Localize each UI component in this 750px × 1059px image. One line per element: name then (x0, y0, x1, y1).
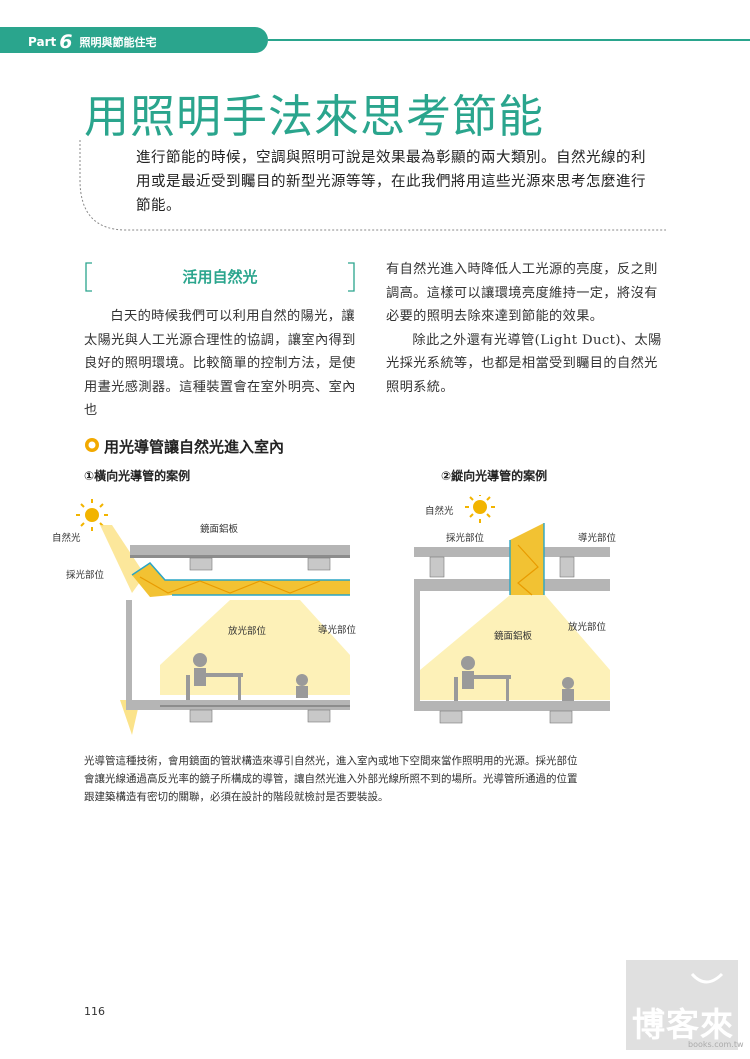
right-column: 有自然光進入時降低人工光源的亮度，反之則調高。這樣可以讓環境亮度維持一定，將沒有… (386, 258, 666, 399)
right-paragraph-1: 有自然光進入時降低人工光源的亮度，反之則調高。這樣可以讓環境亮度維持一定，將沒有… (386, 262, 658, 324)
watermark-url: books.com.tw (688, 1040, 744, 1049)
case2-title: ②縱向光導管的案例 (441, 469, 548, 483)
left-paragraph: 白天的時候我們可以利用自然的陽光，讓太陽光與人工光源合理性的協調，讓室內得到良好… (84, 309, 356, 418)
label-case2-duct: 導光部位 (578, 533, 617, 544)
right-paragraph-2: 除此之外還有光導管(Light Duct)、太陽光採光系統等，也都是相當受到矚目… (386, 332, 662, 395)
section-heading: 活用自然光 (182, 268, 258, 286)
part-number: 6 (59, 31, 73, 53)
intro-text: 進行節能的時候，空調與照明可說是效果最為彰顯的兩大類別。自然光線的利 用或是最近… (136, 146, 656, 218)
watermark-logo (626, 960, 738, 1050)
label-case2-collector: 採光部位 (446, 533, 485, 544)
label-case1-sunlight: 自然光 (52, 533, 81, 544)
label-case1-duct: 導光部位 (318, 625, 357, 636)
wall-1 (126, 600, 132, 700)
section-heading-brackets (85, 262, 355, 292)
page-number: 116 (84, 1005, 105, 1018)
diagram-vertical-duct (414, 495, 610, 724)
part-label: Part (28, 35, 57, 49)
light-cone-2 (420, 595, 610, 700)
incoming-light-1 (100, 525, 145, 593)
figure-bullet-icon (85, 438, 99, 452)
sun-icon-2 (465, 495, 495, 523)
page-title: 用照明手法來思考節能 (84, 90, 545, 143)
part-title: 照明與節能住宅 (79, 36, 157, 49)
caption-line-1: 光導管這種技術，會用鏡面的管狀構造來導引自然光，進入室內或地下空間來當作照明用的… (84, 755, 578, 767)
label-case2-sunlight: 自然光 (425, 506, 454, 517)
figure-title: 用光導管讓自然光進入室內 (104, 438, 285, 456)
upper-slab-1 (130, 545, 350, 555)
light-cone-1 (160, 600, 350, 695)
intro-line-2: 用或是最近受到矚目的新型光源等等，在此我們將用這些光源來思考怎麼進行 (136, 174, 646, 190)
header-rule (268, 39, 750, 41)
sun-icon-1 (76, 499, 108, 531)
people-silhouette-2 (454, 656, 574, 701)
beams-1 (189, 557, 331, 571)
people-silhouette-1 (186, 653, 308, 700)
intro-line-3: 節能。 (136, 198, 181, 214)
caption-line-3: 跟建築構造有密切的關聯，必須在設計的階段就檢討是否要裝設。 (84, 791, 389, 803)
watermark-text: 博客來 (632, 1005, 734, 1044)
left-column: 白天的時候我們可以利用自然的陽光，讓太陽光與人工光源合理性的協調，讓室內得到良好… (84, 305, 364, 423)
case1-title: ①橫向光導管的案例 (84, 469, 191, 483)
part-header-tab (0, 27, 268, 53)
slab-edge-1 (130, 555, 350, 558)
label-case1-emitter: 放光部位 (228, 626, 267, 637)
diagram-horizontal-duct (76, 499, 350, 735)
floor-slab-2 (414, 701, 610, 711)
label-case1-mirror: 鏡面鋁板 (200, 524, 239, 535)
label-case2-emitter: 放光部位 (568, 622, 607, 633)
label-case1-collector: 採光部位 (66, 570, 105, 581)
label-case2-mirror: 鏡面鋁板 (494, 631, 533, 642)
figure-caption: 光導管這種技術，會用鏡面的管狀構造來導引自然光，進入室內或地下空間來當作照明用的… (84, 752, 644, 806)
intro-frame (79, 140, 666, 231)
light-duct-2 (510, 523, 544, 595)
caption-line-2: 會讓光線通過高反光率的鏡子所構成的導管，讓自然光進入外部光線所照不到的場所。光導… (84, 773, 578, 785)
intro-line-1: 進行節能的時候，空調與照明可說是效果最為彰顯的兩大類別。自然光線的利 (136, 150, 646, 166)
